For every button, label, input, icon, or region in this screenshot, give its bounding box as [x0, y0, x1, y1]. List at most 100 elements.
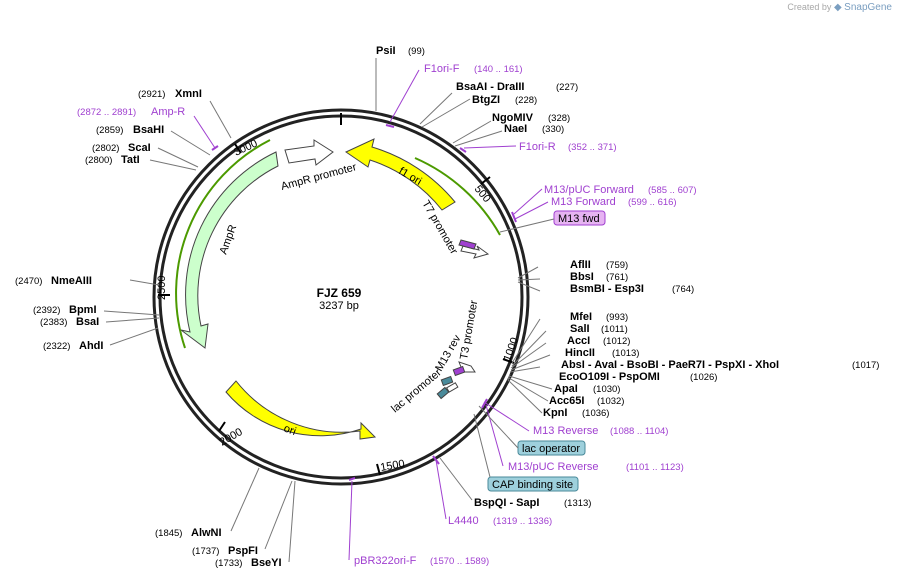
site-absi-xhoi-pos: (1017) [852, 360, 879, 371]
plasmid-name: FJZ 659 [317, 286, 362, 300]
site-mfei-pos: (993) [606, 312, 628, 323]
site-alwni-pos: (1845) [155, 528, 182, 539]
cap-site-marker[interactable] [436, 386, 450, 400]
site-pspfi-pos: (1737) [192, 546, 219, 557]
site-btgzi-pos: (228) [515, 95, 537, 106]
site-bseyi-pos: (1733) [215, 558, 242, 569]
primer-m13-puc-forward-range: (585 .. 607) [648, 185, 697, 196]
primer-m13-puc-reverse-range: (1101 .. 1123) [626, 462, 684, 473]
site-apai-pos: (1030) [593, 384, 620, 395]
site-ngomiv-pos: (328) [548, 113, 570, 124]
primer-amp-r[interactable]: Amp-R [151, 106, 185, 118]
ampr-promoter-label: AmpR promoter [280, 161, 358, 193]
primer-m13-puc-reverse[interactable]: M13/pUC Reverse [508, 461, 598, 473]
ori-arrow[interactable] [225, 380, 377, 440]
m13-fwd-marker[interactable] [458, 239, 477, 250]
backbone-outer [152, 108, 530, 486]
ori-label: ori [282, 423, 298, 438]
site-ecoo109i-pspomi[interactable]: EcoO109I - PspOMI [559, 371, 660, 383]
site-bbsi[interactable]: BbsI [570, 271, 594, 283]
site-aflii-pos: (759) [606, 260, 628, 271]
site-kpni-pos: (1036) [582, 408, 609, 419]
primer-amp-r-range: (2872 .. 2891) [77, 107, 136, 118]
site-aflii[interactable]: AflII [570, 259, 591, 271]
site-kpni[interactable]: KpnI [543, 407, 567, 419]
site-nmeaiii[interactable]: NmeAIII [51, 275, 92, 287]
site-bpmi[interactable]: BpmI [69, 304, 97, 316]
lac-operator-marker[interactable] [440, 375, 454, 387]
site-naei-pos: (330) [542, 124, 564, 135]
watermark-prefix: Created by [787, 2, 832, 12]
primer-m13-reverse[interactable]: M13 Reverse [533, 425, 598, 437]
site-scai[interactable]: ScaI [128, 142, 151, 154]
site-hincii[interactable]: HincII [565, 347, 595, 359]
ampr-arrow[interactable] [180, 151, 279, 349]
t7-promoter-arrow[interactable] [460, 245, 490, 259]
ampr-label: AmpR [218, 223, 240, 256]
site-bsai-pos: (2383) [40, 317, 67, 328]
f1-ori-arrow[interactable] [344, 138, 456, 211]
primer-m13-forward[interactable]: M13 Forward [551, 196, 616, 208]
m13-fwd-box[interactable] [553, 210, 606, 226]
site-bsmbi-esp3i[interactable]: BsmBI - Esp3I [570, 283, 644, 295]
tick-label-1500: 1500 [379, 458, 405, 474]
cap-binding-site-box[interactable] [487, 476, 579, 492]
site-naei[interactable]: NaeI [504, 123, 527, 135]
site-ngomiv[interactable]: NgoMIV [492, 112, 534, 124]
site-bseyi[interactable]: BseYI [251, 557, 282, 569]
f1-ori-label: f1 ori [397, 165, 424, 188]
site-bpmi-pos: (2392) [33, 305, 60, 316]
cap-binding-site-box-label: CAP binding site [492, 479, 573, 491]
t3-promoter-label: T3 promoter [458, 299, 480, 360]
primer-l4440-range: (1319 .. 1336) [493, 516, 552, 527]
tick-label-2500: 2500 [156, 276, 168, 300]
site-xmni-pos: (2921) [138, 89, 165, 100]
primer-pbr322ori-f[interactable]: pBR322ori-F [354, 555, 417, 567]
site-tati[interactable]: TatI [121, 154, 140, 166]
site-psii-pos: (99) [408, 46, 425, 57]
site-apai[interactable]: ApaI [554, 383, 578, 395]
ampr-promoter-arrow[interactable] [284, 139, 334, 166]
site-xmni[interactable]: XmnI [175, 88, 202, 100]
site-sali[interactable]: SalI [570, 323, 590, 335]
site-alwni[interactable]: AlwNI [191, 527, 222, 539]
primer-l4440[interactable]: L4440 [448, 515, 479, 527]
site-bsahi[interactable]: BsaHI [133, 124, 164, 136]
site-absi-xhoi[interactable]: AbsI - AvaI - BsoBI - PaeR7I - PspXI - X… [561, 359, 779, 371]
m13-fwd-box-label: M13 fwd [558, 213, 600, 225]
site-bsai[interactable]: BsaI [76, 316, 99, 328]
watermark-brand: SnapGene [844, 2, 892, 13]
scale-ticks [158, 113, 515, 476]
primer-m13-reverse-range: (1088 .. 1104) [610, 426, 668, 437]
site-psii[interactable]: PsiI [376, 45, 396, 57]
site-hincii-pos: (1013) [612, 348, 639, 359]
site-bbsi-pos: (761) [606, 272, 628, 283]
primer-m13-forward-range: (599 .. 616) [628, 197, 677, 208]
plasmid-length: 3237 bp [319, 300, 359, 312]
site-ahdi[interactable]: AhdI [79, 340, 103, 352]
site-bspqi-sapi[interactable]: BspQI - SapI [474, 497, 539, 509]
lac-promoter-marker[interactable] [445, 382, 459, 393]
primer-f1ori-r[interactable]: F1ori-R [519, 141, 556, 153]
tick-label-2000: 2000 [218, 426, 245, 449]
site-acci-pos: (1012) [603, 336, 630, 347]
site-nmeaiii-pos: (2470) [15, 276, 42, 287]
site-bsahi-pos: (2859) [96, 125, 123, 136]
lac-operator-box-label: lac operator [522, 443, 580, 455]
site-pspfi[interactable]: PspFI [228, 545, 258, 557]
site-btgzi[interactable]: BtgZI [472, 94, 500, 106]
site-bsaai-draiii[interactable]: BsaAI - DraIII [456, 81, 524, 93]
site-bspqi-sapi-pos: (1313) [564, 498, 591, 509]
primer-f1ori-f[interactable]: F1ori-F [424, 63, 460, 75]
snapgene-logo-icon: ◆ [833, 2, 842, 13]
site-acc65i[interactable]: Acc65I [549, 395, 584, 407]
lac-promoter-label: lac promoter [389, 367, 444, 416]
site-ahdi-pos: (2322) [43, 341, 70, 352]
m13-rev-marker[interactable] [452, 365, 466, 377]
site-acci[interactable]: AccI [567, 335, 590, 347]
primer-f1ori-r-range: (352 .. 371) [568, 142, 617, 153]
site-bsaai-draiii-pos: (227) [556, 82, 578, 93]
primer-m13-puc-forward[interactable]: M13/pUC Forward [544, 184, 634, 196]
site-mfei[interactable]: MfeI [570, 311, 592, 323]
site-ecoo109i-pspomi-pos: (1026) [690, 372, 717, 383]
